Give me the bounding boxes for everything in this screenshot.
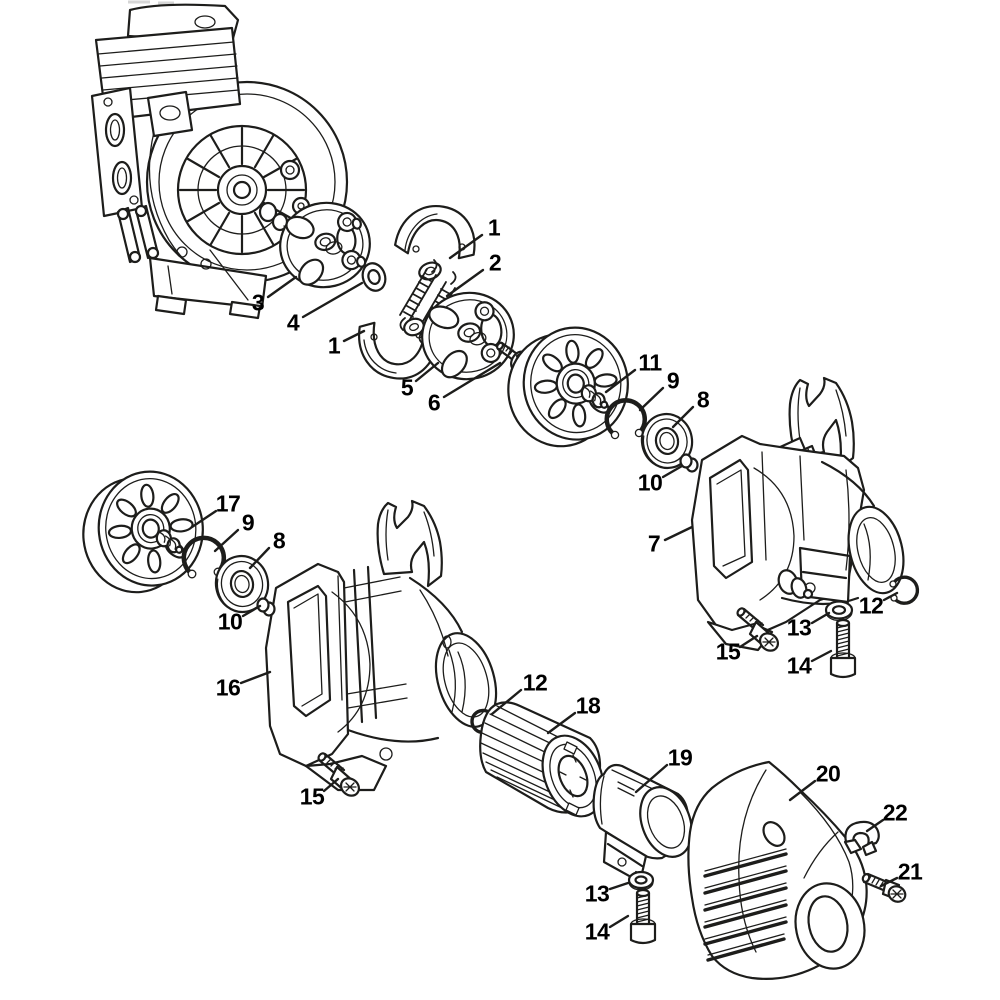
part-callout-9: 9: [666, 367, 680, 394]
leader-line-3: [266, 275, 298, 299]
leader-line-16: [239, 670, 272, 685]
clutch-carrier-plate: [279, 201, 371, 289]
leader-line-10: [661, 464, 684, 479]
gear-housing-right: [690, 376, 905, 652]
leader-line-8: [671, 405, 695, 429]
leader-line-13: [608, 881, 630, 891]
splined-coupler: [479, 701, 605, 818]
part-callout-1: 1: [487, 214, 501, 241]
part-callout-6: 6: [427, 389, 441, 416]
part-callout-11: 11: [638, 349, 662, 376]
part-callout-10: 10: [637, 469, 663, 496]
engine-assembly: [90, 3, 349, 320]
bushing-right: [679, 453, 699, 473]
leader-line-10: [241, 604, 262, 618]
leader-line-9: [638, 386, 665, 412]
part-callout-16: 16: [215, 674, 241, 701]
leader-line-20: [788, 779, 817, 802]
part-callout-4: 4: [286, 309, 300, 336]
part-callout-3: 3: [251, 289, 265, 316]
ball-bearing-left: [214, 554, 270, 614]
part-callout-14: 14: [786, 652, 812, 679]
leader-line-22: [865, 818, 885, 833]
leader-line-12: [490, 688, 523, 716]
clutch-hub-plate: [421, 291, 515, 381]
clutch-drum-left: [82, 470, 204, 594]
part-callout-14: 14: [584, 918, 610, 945]
part-callout-19: 19: [667, 744, 693, 771]
leader-line-2: [445, 268, 485, 298]
washer-13-right: [824, 600, 854, 622]
bushing-left: [256, 597, 276, 617]
part-callout-8: 8: [272, 527, 286, 554]
screw-15-left: [317, 752, 361, 797]
screw-15-right: [736, 607, 780, 652]
part-callout-12: 12: [522, 669, 548, 696]
part-callout-15: 15: [715, 638, 741, 665]
part-callout-18: 18: [575, 692, 601, 719]
leader-line-15: [738, 634, 759, 649]
leader-line-7: [663, 525, 694, 542]
clutch-drum-right: [507, 326, 629, 448]
scan-artifact: [128, 0, 174, 5]
leader-lines: [190, 233, 899, 929]
washer-13-bottom: [627, 870, 655, 891]
gearbox-cover: [687, 760, 868, 980]
part-callout-13: 13: [584, 880, 610, 907]
leader-line-14: [810, 649, 833, 663]
leader-line-6: [442, 361, 502, 399]
circlip-right: [604, 398, 648, 440]
washer-4: [361, 262, 387, 292]
leader-line-13: [810, 611, 831, 625]
part-callout-15: 15: [299, 783, 325, 810]
leader-line-9: [213, 528, 240, 553]
part-callout-13: 13: [786, 614, 812, 641]
leader-line-14: [608, 914, 630, 929]
screw-21: [861, 872, 907, 903]
ball-bearing-right: [640, 412, 694, 470]
leader-line-5: [414, 361, 440, 383]
leader-line-15: [322, 777, 340, 793]
part-callout-9: 9: [241, 509, 255, 536]
part-callout-10: 10: [217, 608, 243, 635]
leader-line-1: [342, 329, 366, 343]
gear-housing-left: [264, 499, 498, 792]
clutch-shoe-upper: [394, 204, 476, 281]
leader-line-19: [634, 763, 669, 794]
leader-line-1: [448, 233, 484, 260]
part-callout-22: 22: [882, 799, 908, 826]
leader-line-8: [248, 546, 271, 570]
leader-line-4: [301, 281, 364, 319]
leader-line-18: [546, 711, 577, 735]
leader-line-21: [879, 876, 899, 888]
part-callout-2: 2: [488, 249, 502, 276]
part-callout-20: 20: [815, 760, 841, 787]
leader-line-17: [190, 509, 218, 529]
part-callout-21: 21: [897, 858, 923, 885]
screw-14-bottom: [629, 888, 657, 945]
part-callout-7: 7: [647, 530, 661, 557]
leader-line-11: [604, 368, 637, 394]
leader-line-12: [882, 591, 899, 602]
screw-14-right: [829, 618, 857, 679]
part-callout-8: 8: [696, 386, 710, 413]
part-callout-17: 17: [215, 490, 241, 517]
part-callout-12: 12: [858, 592, 884, 619]
circlip-12-right: [889, 575, 920, 605]
part-callout-1: 1: [327, 332, 341, 359]
part-callout-5: 5: [400, 374, 414, 401]
